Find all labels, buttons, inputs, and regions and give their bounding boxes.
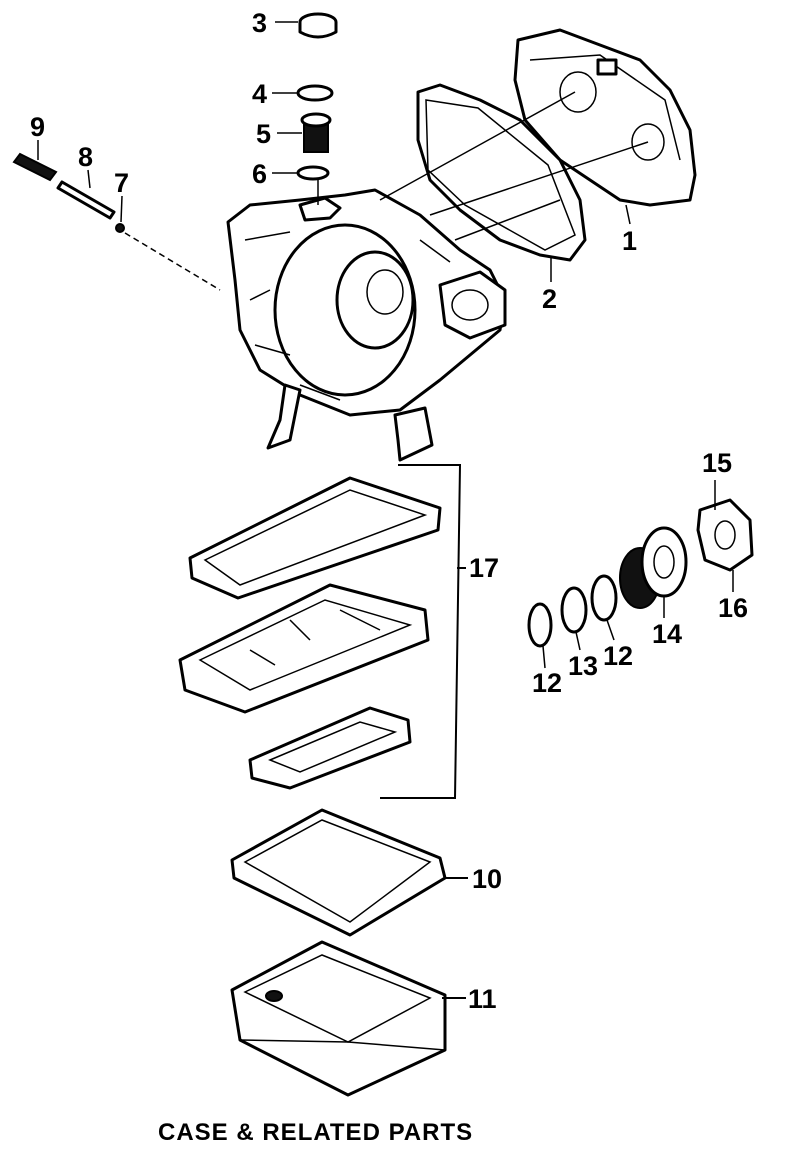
transmission-case-part [226, 188, 507, 462]
callout-10: 10 [472, 864, 502, 894]
callout-7: 7 [114, 168, 129, 198]
leader-12a [542, 645, 546, 669]
snap-ring-12b-part [590, 574, 618, 622]
callout-6: 6 [252, 159, 267, 189]
o-ring-upper-part [296, 84, 334, 102]
valve-body-part [178, 583, 430, 714]
spacer-13-part [560, 586, 588, 634]
callout-12b: 12 [603, 641, 633, 671]
callout-15: 15 [702, 448, 732, 478]
leader-13 [575, 631, 581, 651]
diagram-caption: CASE & RELATED PARTS [158, 1119, 473, 1146]
snap-ring-12a-part [527, 602, 553, 648]
leader-12b [606, 619, 615, 641]
fill-cap-part [298, 12, 338, 39]
callout-16: 16 [718, 593, 748, 623]
callout-5: 5 [256, 119, 271, 149]
callout-3: 3 [252, 8, 267, 38]
fill-tube-part [300, 112, 332, 153]
leader-1 [625, 204, 631, 225]
leader-7 [120, 195, 123, 223]
callout-13: 13 [568, 651, 598, 681]
valve-body-gasket-part [188, 476, 442, 600]
callout-8: 8 [78, 142, 93, 172]
side-cover-gasket-part [416, 83, 587, 262]
gear-14-part [619, 526, 688, 609]
pan-gasket-part [230, 808, 447, 937]
callout-9: 9 [30, 112, 45, 142]
leader-shaft-to-case [124, 232, 221, 291]
seal-part [115, 223, 125, 233]
leader-8 [87, 169, 91, 189]
callout-2: 2 [542, 284, 557, 314]
leader-case-to-cover-1 [379, 91, 576, 201]
pin-part [56, 180, 116, 220]
callout-1: 1 [622, 226, 637, 256]
oil-pan-part [230, 940, 447, 1097]
o-ring-lower-part [296, 165, 330, 181]
side-cover-part [513, 28, 697, 207]
callout-14: 14 [652, 619, 682, 649]
bolt-part [12, 152, 58, 182]
leader-case-to-gasket [454, 199, 561, 241]
callout-4: 4 [252, 79, 267, 109]
leader-case-to-cover-2 [429, 141, 649, 216]
group-bracket-17 [380, 464, 462, 799]
callout-11: 11 [468, 984, 497, 1014]
valve-plate-part [248, 706, 412, 790]
callout-17: 17 [469, 553, 499, 583]
callout-12a: 12 [532, 668, 562, 698]
carrier-15-part [696, 498, 754, 572]
